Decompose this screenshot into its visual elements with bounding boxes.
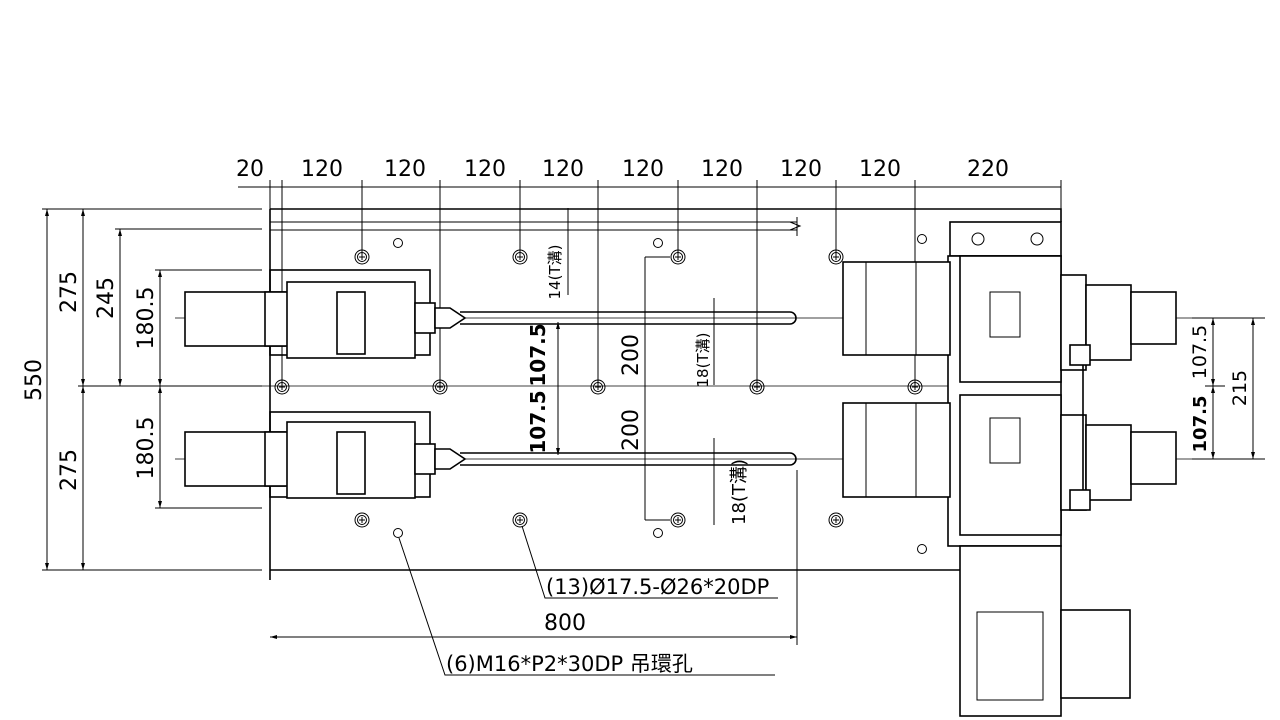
dim-200-lower: 200 [619, 409, 644, 451]
dim-215: 215 [1229, 370, 1251, 406]
spindle-head-assembly [842, 221, 1177, 717]
left-dimensions: 550 275 275 245 180.5 180.5 [22, 208, 262, 571]
dim-107-5-upper: 107.5 [526, 323, 550, 386]
top-dim-8: 120 [780, 157, 822, 182]
upper-cylinder-unit [184, 269, 467, 359]
label-14-t-slot: 14(T溝) [546, 245, 564, 300]
top-dim-1: 20 [236, 157, 264, 182]
top-dim-10: 220 [967, 157, 1009, 182]
dim-107-5-lower: 107.5 [526, 390, 550, 453]
dim-107-5-right-lower: 107.5 [1190, 396, 1211, 453]
dim-180-5-upper: 180.5 [134, 287, 159, 350]
note-counterbore-holes: (13)Ø17.5-Ø26*20DP [546, 575, 769, 599]
top-dim-4: 120 [464, 157, 506, 182]
label-18-t-slot-lower: 18(T溝) [729, 459, 750, 525]
top-dimension-chain: 20 120 120 120 120 120 120 120 120 220 [236, 157, 1062, 387]
dim-800: 800 [544, 611, 586, 636]
top-dim-2: 120 [301, 157, 343, 182]
dim-550: 550 [22, 359, 47, 401]
dim-275-upper: 275 [57, 271, 82, 313]
label-18-t-slot-upper: 18(T溝) [694, 333, 712, 388]
right-dimensions: 107.5 107.5 215 [1189, 317, 1265, 460]
dim-180-5-lower: 180.5 [134, 417, 159, 480]
bottom-annotations: 800 (13)Ø17.5-Ø26*20DP (6)M16*P2*30DP 吊環… [270, 470, 798, 676]
top-dim-6: 120 [622, 157, 664, 182]
dim-107-5-right-upper: 107.5 [1189, 325, 1211, 379]
lower-cylinder-unit [184, 411, 467, 499]
top-dim-7: 120 [701, 157, 743, 182]
top-dim-3: 120 [384, 157, 426, 182]
dim-245: 245 [94, 277, 119, 319]
dim-200-upper: 200 [619, 334, 644, 376]
note-lifting-holes: (6)M16*P2*30DP 吊環孔 [446, 652, 693, 676]
top-dim-5: 120 [542, 157, 584, 182]
center-dimensions: 107.5 107.5 200 200 14(T溝) 18(T溝) 18(T溝) [526, 208, 750, 525]
top-dim-9: 120 [859, 157, 901, 182]
dim-275-lower: 275 [57, 449, 82, 491]
